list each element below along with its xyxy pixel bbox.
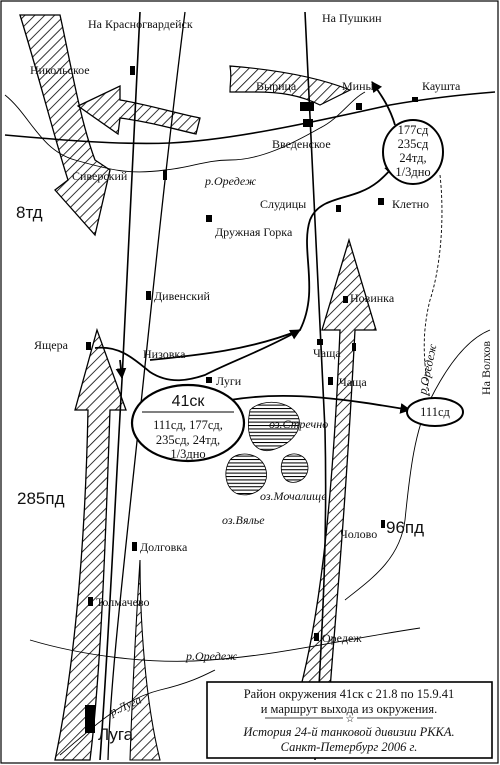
caption-line4: Санкт-Петербург 2006 г. — [281, 740, 418, 754]
label-breakout-line2: 235сд — [398, 137, 429, 151]
caption-line2: и маршрут выхода из окружения. — [261, 702, 438, 716]
label-siversky: Сиверский — [72, 169, 128, 183]
river-oredezh-north — [4, 91, 366, 173]
caption-star-icon: ☆ — [346, 714, 355, 725]
label-to-pushkin: На Пушкин — [322, 11, 382, 25]
unit-breakout-oval — [382, 119, 444, 185]
river-oredezh-upper — [423, 174, 443, 401]
label-oredezh-river-south: р.Оредеж — [185, 649, 237, 663]
label-yashchera: Ящера — [34, 338, 69, 352]
marker-oredezh — [314, 633, 319, 641]
label-vyritsa: Вырица — [256, 79, 297, 93]
marker-novinka — [343, 296, 348, 303]
settlement-markers — [85, 66, 418, 733]
label-miny: Мины — [342, 79, 374, 93]
arrow-285pd-flank — [129, 559, 161, 761]
label-novinka: Новинка — [350, 291, 395, 305]
marker-kletno — [378, 198, 384, 205]
arrow-96pd — [299, 237, 377, 691]
label-druzhnaya-gorka: Дружная Горка — [215, 225, 293, 239]
label-tolmachevo: Толмачево — [96, 595, 150, 609]
label-lake-vyalye: оз.Вялье — [222, 513, 265, 527]
marker-dolgovka — [132, 542, 137, 551]
label-cholovo: Чолово — [340, 527, 377, 541]
route-breakout-pushkin — [371, 81, 396, 126]
label-chasha-north: Чаща — [313, 346, 341, 360]
label-oredezh-village: Оредеж — [322, 631, 362, 645]
marker-tolmachevo — [88, 597, 93, 606]
marker-nikolskoe — [130, 66, 135, 75]
label-divensky: Дивенский — [154, 289, 211, 303]
label-41ck-line3: 1/3дно — [170, 447, 205, 461]
arrow-8td-east — [76, 84, 201, 136]
caption-line3: История 24-й танковой дивизии РККА. — [242, 725, 454, 739]
route-breakout-west — [94, 329, 301, 382]
marker-luga — [85, 705, 95, 733]
label-breakout-line3: 24тд, — [399, 151, 426, 165]
marker-chasha-south — [328, 377, 333, 385]
label-chasha-south: Чаща — [339, 375, 367, 389]
marker-lugi — [206, 377, 212, 383]
unit-111sd-oval — [406, 397, 464, 427]
marker-divensky — [146, 291, 151, 300]
marker-chasha-edge — [352, 343, 356, 351]
label-luga: Луга — [98, 725, 134, 744]
route-spur — [115, 359, 127, 380]
label-to-krasnogvardeysk: На Красногвардейск — [88, 17, 193, 31]
marker-siversky — [163, 170, 167, 180]
marker-druzhnaya-gorka — [206, 215, 212, 222]
label-lake-mochalishche: оз.Мочалище — [260, 489, 327, 503]
river-oredezh-east — [344, 329, 491, 601]
label-41ck-title: 41ск — [172, 393, 206, 410]
arrow-8td — [19, 14, 111, 237]
marker-cholovo — [381, 520, 385, 528]
marker-vyritsa — [300, 102, 314, 111]
marker-chasha-north — [317, 339, 323, 345]
label-nikolskoe: Никольское — [30, 63, 90, 77]
label-111sd: 111сд — [420, 405, 450, 419]
label-lugi: Луги — [216, 374, 242, 388]
marker-kaushta — [412, 97, 418, 102]
route-breakout-east — [229, 394, 412, 414]
marker-vvedenskoe — [303, 119, 313, 127]
label-to-volkhov: На Волхов — [479, 341, 493, 395]
marker-miny — [356, 103, 362, 110]
label-41ck-line1: 111сд, 177сд, — [153, 418, 223, 432]
marker-studitsy — [336, 205, 341, 212]
route-breakout-north — [149, 164, 396, 361]
label-nizovka: Низовка — [143, 347, 186, 361]
arrow-285pd — [54, 327, 127, 761]
label-dolgovka: Долговка — [140, 540, 188, 554]
lake-vyalye — [225, 453, 267, 496]
label-studitsy: Слудицы — [260, 197, 306, 211]
label-96pd: 96пд — [386, 518, 424, 537]
label-kaushta: Кауштa — [422, 79, 461, 93]
marker-yashchera — [86, 342, 91, 350]
label-oredezh-river-north: р.Оредеж — [204, 174, 256, 188]
lake-mochalishche — [280, 453, 309, 483]
label-vvedenskoe: Введенское — [272, 137, 331, 151]
label-lake-strechno: оз.Стречно — [269, 417, 328, 431]
caption-line1: Район окружения 41ск с 21.8 по 15.9.41 — [244, 687, 455, 701]
label-285pd: 285пд — [17, 489, 65, 508]
lake-strechno — [248, 402, 300, 452]
label-kletno: Клетно — [392, 197, 429, 211]
arrow-north-strip — [229, 65, 352, 106]
unit-41ck-oval — [130, 383, 246, 463]
label-8td: 8тд — [16, 203, 43, 222]
label-breakout-line4: 1/3дно — [395, 165, 430, 179]
label-breakout-line1: 177сд — [398, 123, 429, 137]
caption-box — [206, 681, 493, 759]
railway-west — [99, 11, 141, 761]
label-41ck-line2: 235сд, 24тд, — [156, 433, 220, 447]
